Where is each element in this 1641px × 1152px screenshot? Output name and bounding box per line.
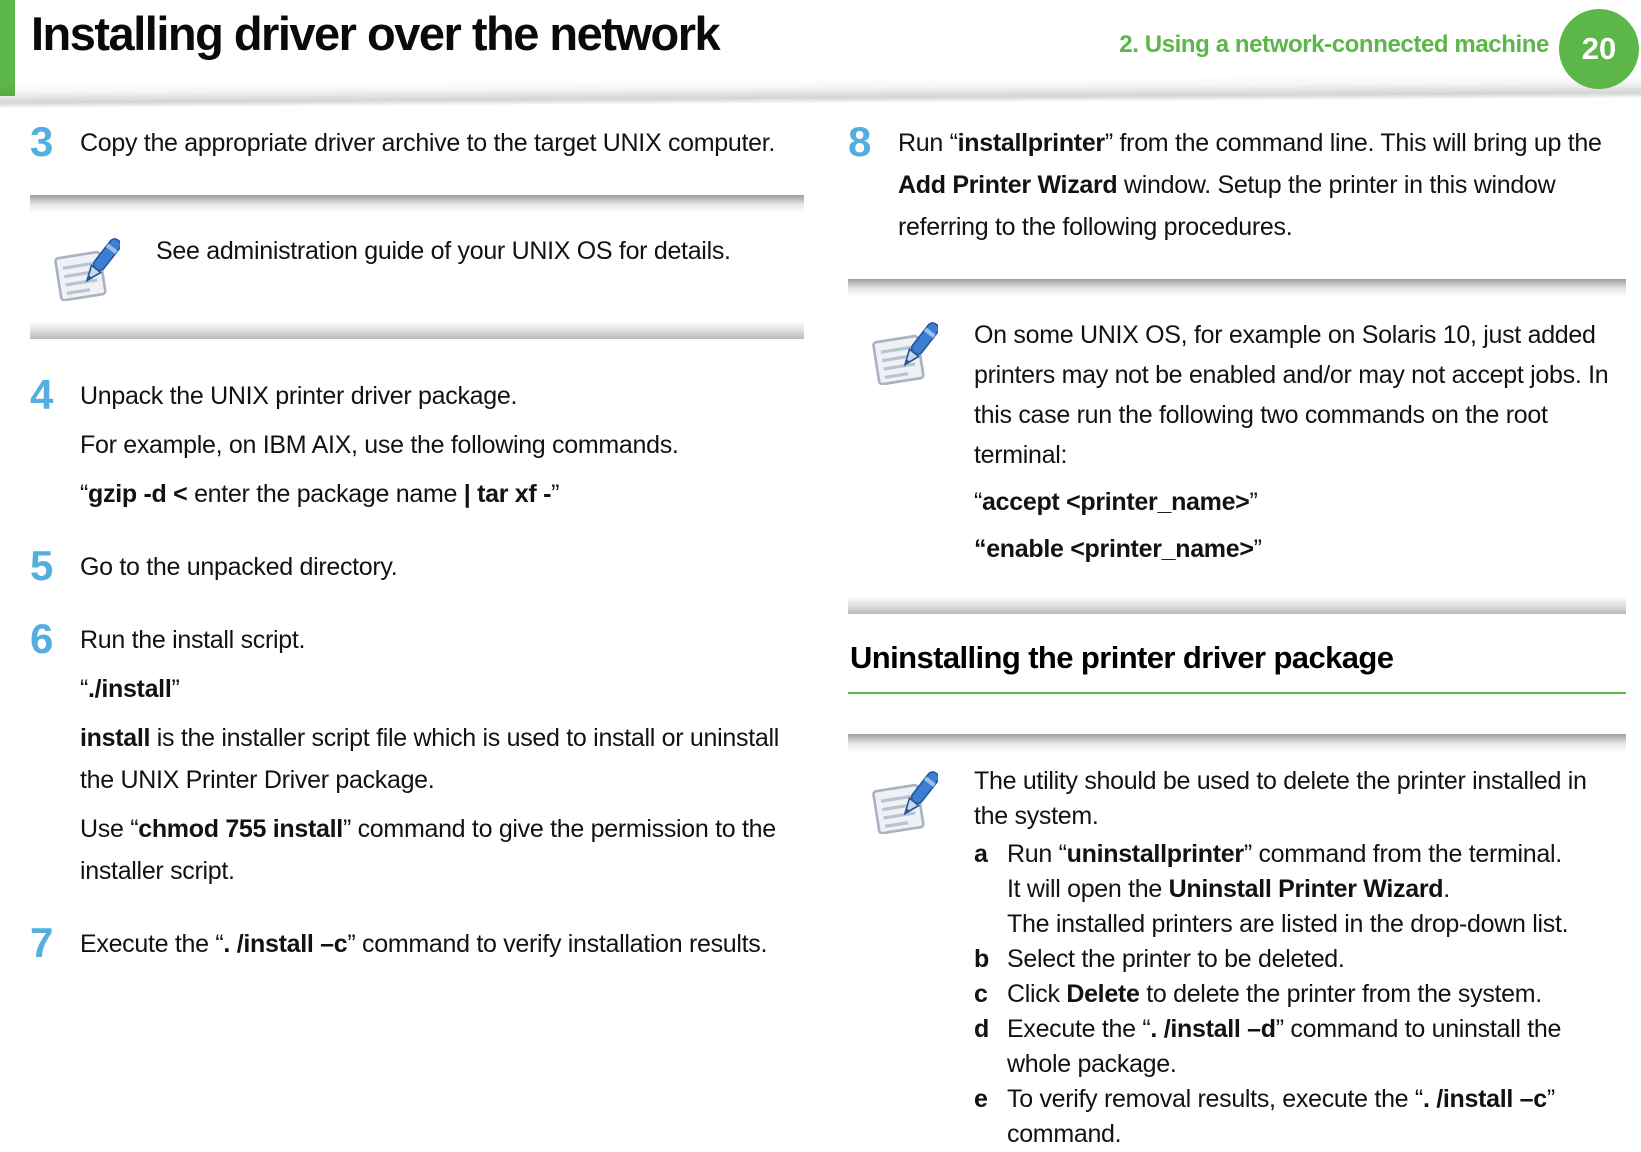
right-column: 8 Run “installprinter” from the command … — [848, 118, 1626, 1152]
step-text: Run “installprinter” from the command li… — [898, 122, 1626, 255]
note-body: The utility should be used to delete the… — [848, 752, 1626, 1152]
note-text: On some UNIX OS, for example on Solaris … — [974, 313, 1620, 576]
note-bottom-border — [848, 596, 1626, 614]
item-paragraph: Run “uninstallprinter” command from the … — [1007, 840, 1562, 868]
step-paragraph: For example, on IBM AIX, use the followi… — [80, 431, 679, 459]
step-paragraph: Execute the “. /install –c” command to v… — [80, 930, 768, 958]
note-body: On some UNIX OS, for example on Solaris … — [848, 297, 1626, 596]
step-paragraph: install is the installer script file whi… — [80, 724, 779, 794]
item-text: Run “uninstallprinter” command from the … — [1007, 837, 1620, 942]
note-text: See administration guide of your UNIX OS… — [156, 229, 798, 278]
item-paragraph: To verify removal results, execute the “… — [1007, 1085, 1555, 1148]
page-title: Installing driver over the network — [31, 7, 721, 60]
step-paragraph: Use “chmod 755 install” command to give … — [80, 815, 776, 885]
lettered-steps: a Run “uninstallprinter” command from th… — [974, 837, 1620, 1152]
item-letter: e — [974, 1085, 988, 1113]
step-paragraph: Copy the appropriate driver archive to t… — [80, 129, 776, 157]
lettered-item-b: b Select the printer to be deleted. — [974, 942, 1620, 977]
notepad-pen-icon — [871, 768, 938, 834]
step-text: Run the install script. “./install” inst… — [80, 619, 804, 899]
left-column: 3 Copy the appropriate driver archive to… — [30, 118, 804, 996]
lettered-item-a: a Run “uninstallprinter” command from th… — [974, 837, 1620, 942]
item-text: Execute the “. /install –d” command to u… — [1007, 1012, 1620, 1082]
step-text: Copy the appropriate driver archive to t… — [80, 122, 804, 171]
note-box-uninstall: The utility should be used to delete the… — [848, 734, 1626, 1152]
note-paragraph: On some UNIX OS, for example on Solaris … — [974, 321, 1609, 469]
step-number: 5 — [30, 542, 53, 589]
step-6: 6 Run the install script. “./install” in… — [30, 615, 804, 899]
note-box-unix-admin: See administration guide of your UNIX OS… — [30, 195, 804, 339]
chapter-label: 2. Using a network-connected machine — [1119, 31, 1549, 58]
item-paragraph: Select the printer to be deleted. — [1007, 945, 1345, 973]
note-body: See administration guide of your UNIX OS… — [30, 213, 804, 321]
step-7: 7 Execute the “. /install –c” command to… — [30, 919, 804, 972]
notepad-pen-icon — [871, 319, 938, 385]
note-top-border — [30, 195, 804, 213]
step-number: 7 — [30, 919, 53, 966]
item-text: Click Delete to delete the printer from … — [1007, 977, 1620, 1012]
step-text: Unpack the UNIX printer driver package. … — [80, 375, 804, 522]
step-paragraph: “./install” — [80, 675, 180, 703]
step-text: Go to the unpacked directory. — [80, 546, 804, 595]
item-paragraph: The installed printers are listed in the… — [1007, 910, 1569, 938]
step-8: 8 Run “installprinter” from the command … — [848, 118, 1626, 255]
item-letter: d — [974, 1015, 989, 1043]
step-paragraph: Run “installprinter” from the command li… — [898, 129, 1602, 241]
note-box-solaris: On some UNIX OS, for example on Solaris … — [848, 279, 1626, 614]
lettered-item-e: e To verify removal results, execute the… — [974, 1082, 1620, 1152]
page-header: Installing driver over the network 2. Us… — [0, 0, 1641, 96]
step-paragraph: “gzip -d < enter the package name | tar … — [80, 480, 560, 508]
step-3: 3 Copy the appropriate driver archive to… — [30, 118, 804, 171]
page-number-badge: 20 — [1559, 9, 1639, 89]
step-5: 5 Go to the unpacked directory. — [30, 542, 804, 595]
step-text: Execute the “. /install –c” command to v… — [80, 923, 804, 972]
note-paragraph: The utility should be used to delete the… — [974, 767, 1587, 830]
step-number: 8 — [848, 118, 871, 165]
item-paragraph: Execute the “. /install –d” command to u… — [1007, 1015, 1562, 1078]
note-command-enable: “enable <printer_name>” — [974, 535, 1262, 563]
item-letter: a — [974, 840, 988, 868]
item-text: Select the printer to be deleted. — [1007, 942, 1620, 977]
item-paragraph: Click Delete to delete the printer from … — [1007, 980, 1542, 1008]
notepad-pen-icon — [53, 235, 120, 301]
step-paragraph: Go to the unpacked directory. — [80, 553, 398, 581]
step-paragraph: Run the install script. — [80, 626, 306, 654]
note-text: The utility should be used to delete the… — [974, 762, 1620, 1152]
note-paragraph: See administration guide of your UNIX OS… — [156, 237, 731, 265]
item-letter: b — [974, 945, 989, 973]
item-text: To verify removal results, execute the “… — [1007, 1082, 1620, 1152]
note-bottom-border — [30, 321, 804, 339]
note-command-accept: “accept <printer_name>” — [974, 488, 1258, 516]
item-paragraph: It will open the Uninstall Printer Wizar… — [1007, 875, 1450, 903]
section-heading-uninstall: Uninstalling the printer driver package — [848, 626, 1626, 694]
step-number: 3 — [30, 118, 53, 165]
step-number: 6 — [30, 615, 53, 662]
note-top-border — [848, 734, 1626, 752]
lettered-item-c: c Click Delete to delete the printer fro… — [974, 977, 1620, 1012]
step-4: 4 Unpack the UNIX printer driver package… — [30, 371, 804, 522]
step-number: 4 — [30, 371, 53, 418]
green-accent-bar — [0, 0, 15, 96]
note-top-border — [848, 279, 1626, 297]
step-paragraph: Unpack the UNIX printer driver package. — [80, 382, 518, 410]
item-letter: c — [974, 980, 988, 1008]
lettered-item-d: d Execute the “. /install –d” command to… — [974, 1012, 1620, 1082]
